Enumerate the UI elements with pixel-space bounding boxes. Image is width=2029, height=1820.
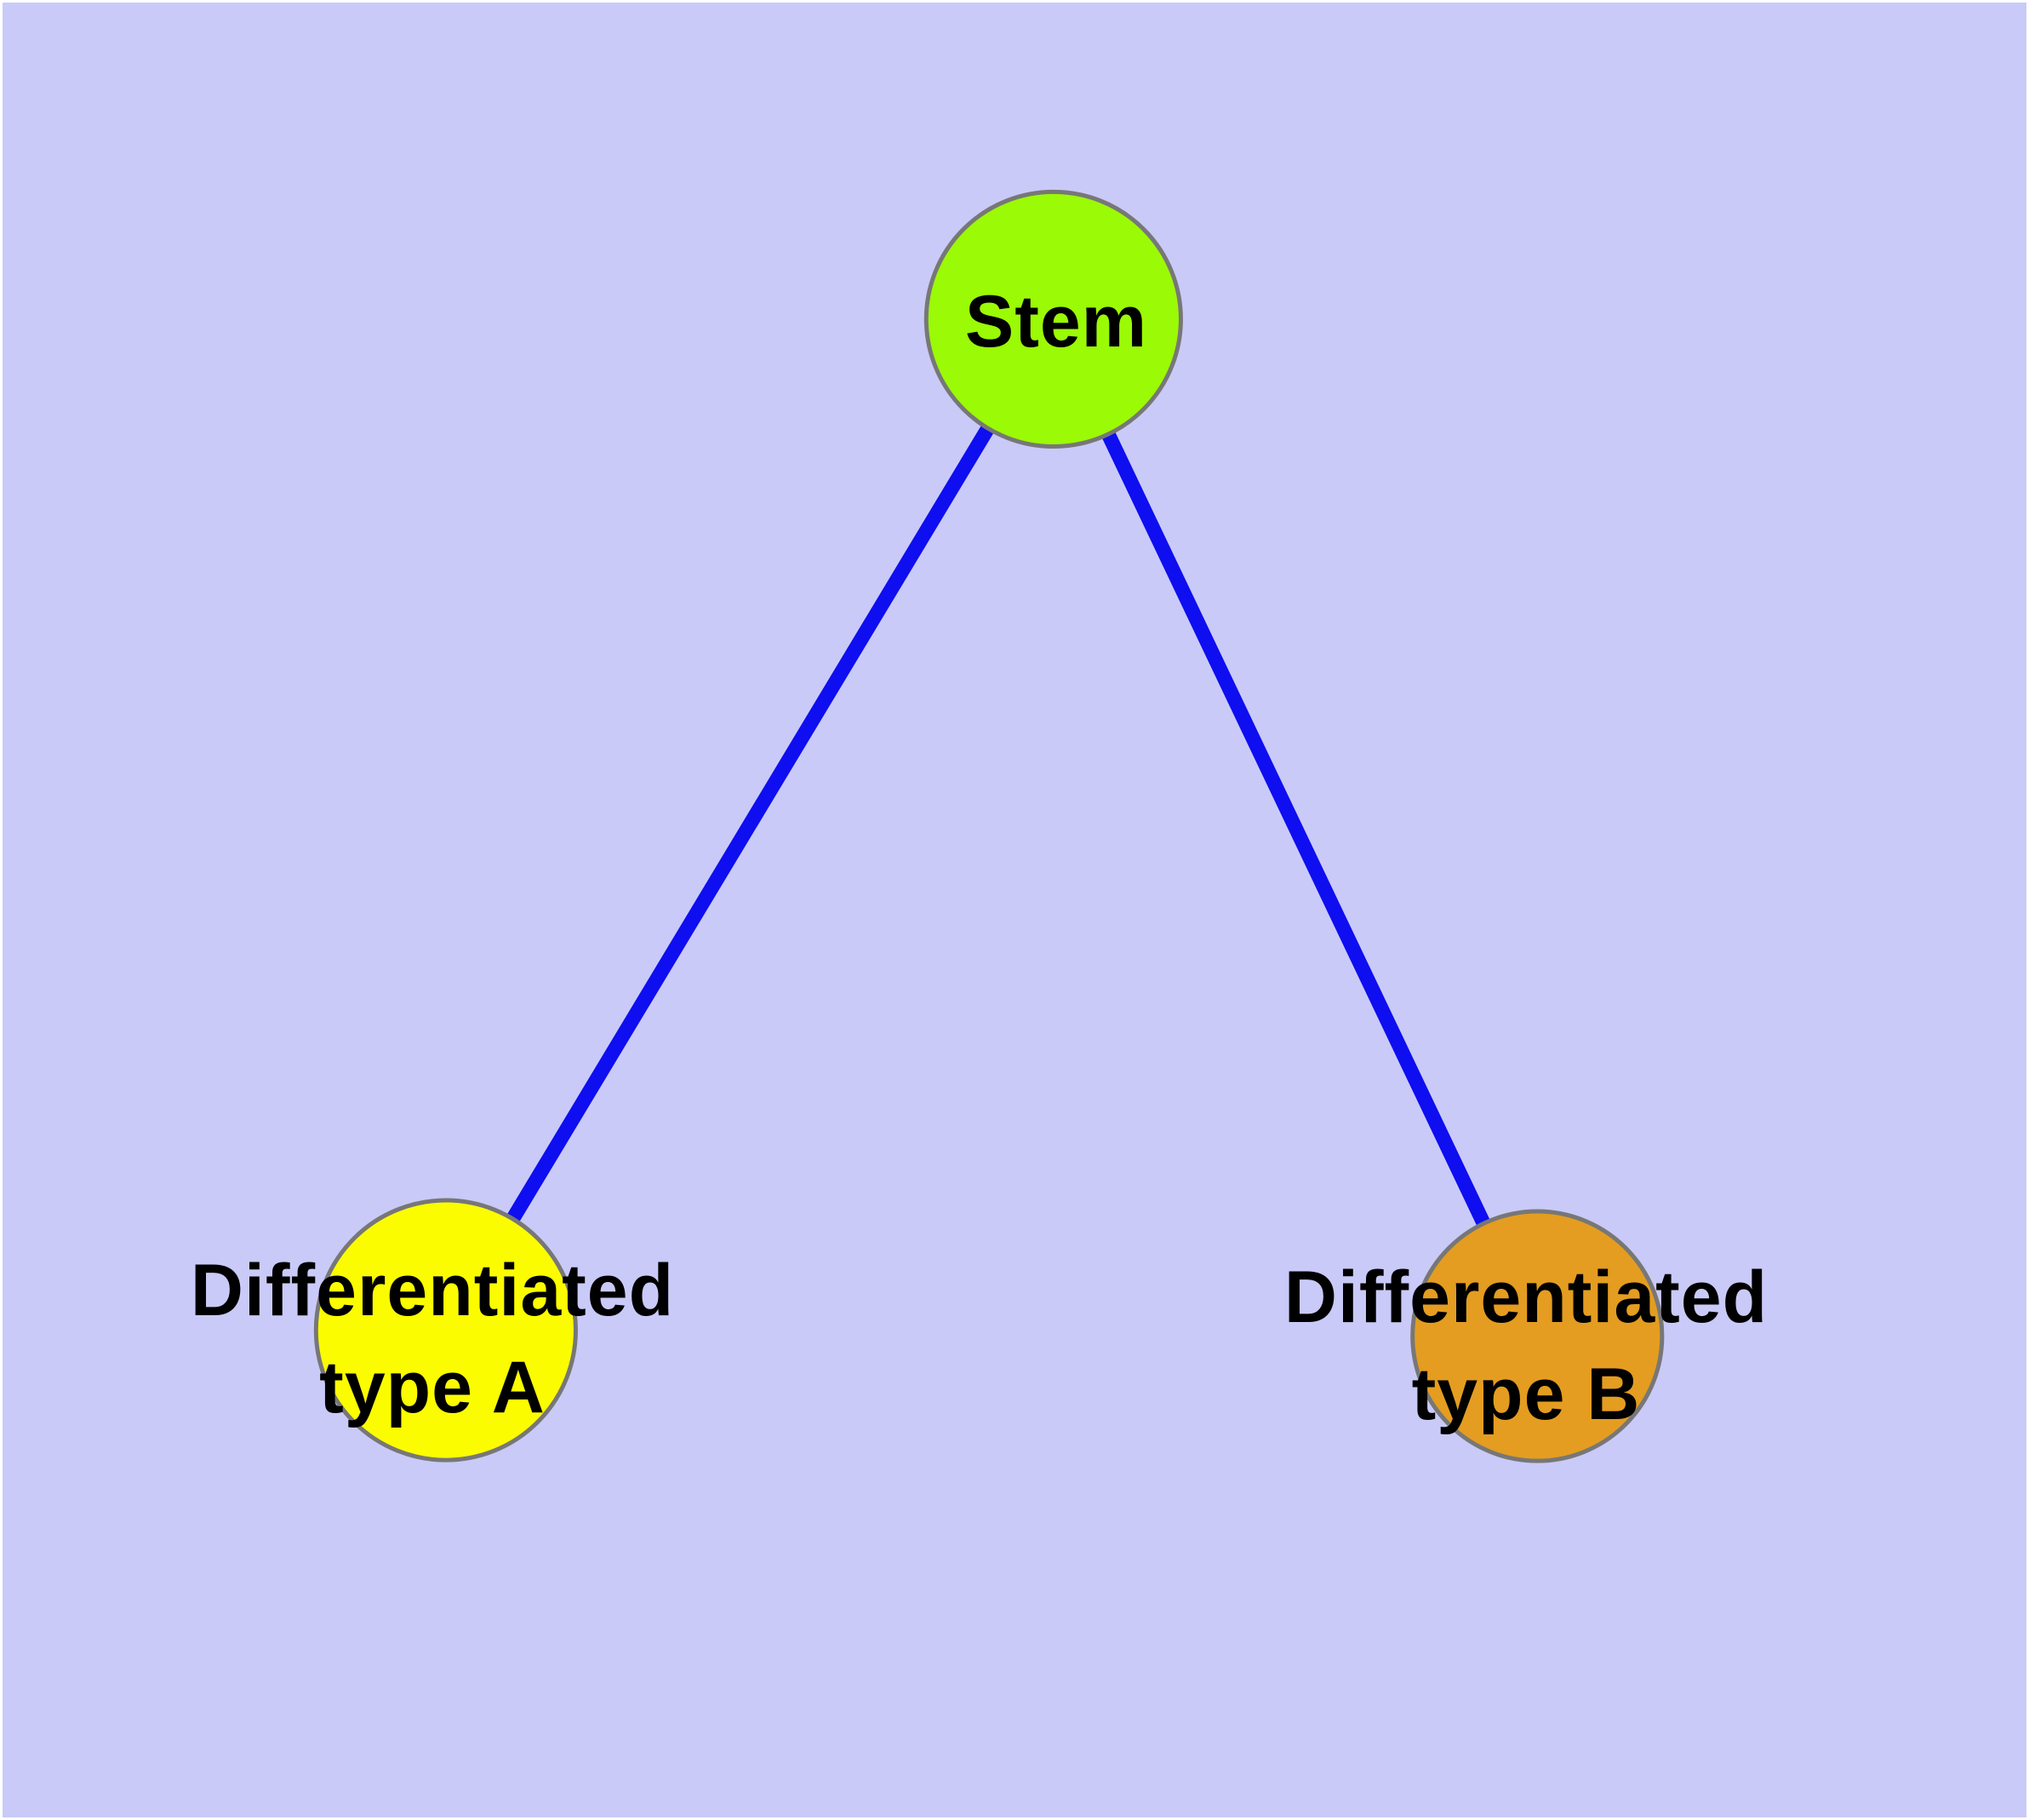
node-type-a-label-line1: Differentiated [190, 1250, 675, 1331]
node-type-b-label-line1: Differentiated [1283, 1256, 1769, 1338]
node-type-a-label-line2: type A [319, 1347, 546, 1428]
node-type-b-label-line2: type B [1411, 1354, 1641, 1435]
node-differentiated-type-b[interactable] [1410, 1209, 1665, 1463]
graph-svg [313, 189, 1665, 1463]
edge-stem-to-type-a[interactable] [439, 315, 1060, 1334]
node-differentiated-type-b-label: Differentiated type B [1284, 1249, 1768, 1443]
node-differentiated-type-a[interactable] [313, 1198, 578, 1462]
edge-stem-to-type-b[interactable] [1047, 316, 1544, 1340]
node-stem-label: Stem [965, 273, 1147, 370]
node-stem[interactable] [923, 189, 1183, 449]
node-differentiated-type-a-label: Differentiated type A [191, 1242, 674, 1436]
node-stem-label-text: Stem [964, 281, 1148, 363]
